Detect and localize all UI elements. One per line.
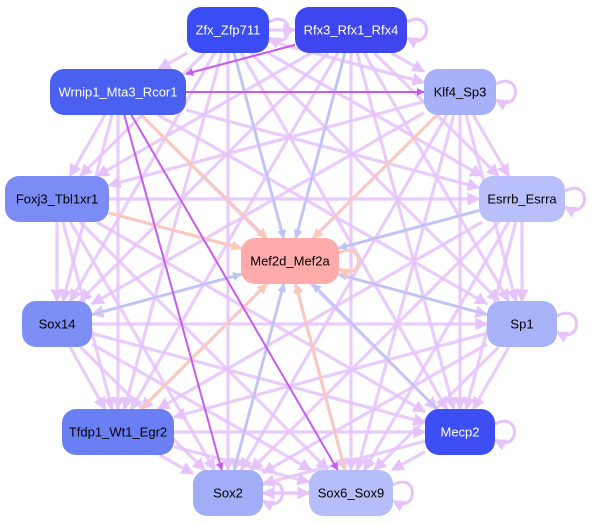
node-tfdp1[interactable]: Tfdp1_Wt1_Egr2: [62, 409, 174, 455]
self-loop-klf4: [494, 79, 517, 111]
node-label-sox14: Sox14: [39, 317, 76, 332]
node-mecp2[interactable]: Mecp2: [425, 409, 495, 455]
edge-klf4-to-sox2: [239, 114, 449, 472]
node-mef2[interactable]: Mef2d_Mef2a: [241, 238, 339, 284]
self-loops-layer: [261, 17, 586, 512]
self-loop-sp1: [555, 311, 578, 343]
edge-zfx-to-mecp2: [239, 52, 449, 411]
node-label-wrnip: Wrnip1_Mta3_Rcor1: [59, 85, 178, 100]
node-label-sp1: Sp1: [510, 317, 533, 332]
node-box-esrrb[interactable]: [479, 176, 565, 222]
edge-klf4-to-sox14: [90, 111, 425, 306]
edge-foxj3-to-mef2: [108, 211, 243, 251]
edge-rfx-to-klf4: [390, 51, 426, 73]
node-box-zfx[interactable]: [187, 7, 269, 53]
node-box-rfx[interactable]: [295, 7, 407, 53]
node-box-klf4[interactable]: [424, 69, 496, 115]
edge-klf4-to-foxj3: [107, 100, 425, 189]
node-label-sox6: Sox6_Sox9: [318, 486, 385, 501]
node-sox2[interactable]: Sox2: [193, 470, 263, 516]
node-sox6[interactable]: Sox6_Sox9: [309, 470, 393, 516]
edge-tfdp1-to-mef2: [140, 283, 268, 410]
node-foxj3[interactable]: Foxj3_Tbl1xr1: [5, 176, 109, 222]
node-klf4[interactable]: Klf4_Sp3: [424, 69, 496, 115]
node-box-sox14[interactable]: [22, 301, 92, 347]
edge-zfx-to-mef2: [233, 52, 286, 239]
edge-sox14-to-mef2: [91, 272, 242, 316]
node-sp1[interactable]: Sp1: [487, 301, 557, 347]
node-zfx[interactable]: Zfx_Zfp711: [187, 7, 269, 53]
node-box-sox6[interactable]: [309, 470, 393, 516]
edge-sp1-to-sox2: [261, 342, 488, 475]
edge-wrnip-to-mef2: [140, 114, 268, 239]
node-box-wrnip[interactable]: [50, 69, 186, 115]
edge-klf4-to-mef2: [312, 114, 438, 239]
edge-wrnip-to-sox6: [130, 114, 339, 471]
edge-wrnip-to-foxj3: [68, 114, 107, 178]
self-loop-rfx: [405, 17, 428, 49]
node-esrrb[interactable]: Esrrb_Esrra: [479, 176, 565, 222]
node-label-rfx: Rfx3_Rfx1_Rfx4: [304, 23, 399, 38]
edge-zfx-to-wrnip: [157, 51, 188, 71]
edge-esrrb-to-mef2: [338, 209, 480, 251]
node-sox14[interactable]: Sox14: [22, 301, 92, 347]
edge-sp1-to-tfdp1: [172, 331, 488, 421]
edge-mecp2-to-sox6: [390, 450, 426, 472]
node-label-zfx: Zfx_Zfp711: [196, 23, 261, 38]
edge-wrnip-to-esrrb: [185, 108, 481, 191]
node-box-sp1[interactable]: [487, 301, 557, 347]
node-label-tfdp1: Tfdp1_Wt1_Egr2: [69, 425, 167, 440]
nodes-layer: Zfx_Zfp711 Rfx3_Rfx1_Rfx4Wrnip1_Mta3_Rcor…: [5, 7, 565, 516]
node-label-foxj3: Foxj3_Tbl1xr1: [16, 192, 98, 207]
edge-sox2-to-mef2: [233, 283, 287, 471]
edge-mecp2-to-mef2: [312, 283, 438, 410]
edge-sp1-to-mef2: [338, 272, 488, 316]
self-loop-sox2: [261, 480, 284, 512]
node-box-sox2[interactable]: [193, 470, 263, 516]
node-wrnip[interactable]: Wrnip1_Mta3_Rcor1: [50, 69, 186, 115]
self-loop-esrrb: [563, 186, 586, 218]
edge-rfx-to-tfdp1: [129, 52, 340, 411]
self-loop-mecp2: [493, 419, 516, 451]
node-label-sox2: Sox2: [213, 486, 243, 501]
node-box-mef2[interactable]: [241, 238, 339, 284]
node-label-mef2: Mef2d_Mef2a: [250, 254, 330, 269]
edge-sox14-to-sox6: [91, 342, 313, 472]
node-box-tfdp1[interactable]: [62, 409, 174, 455]
node-label-klf4: Klf4_Sp3: [434, 85, 487, 100]
edge-klf4-to-esrrb: [471, 114, 511, 178]
edge-rfx-to-wrnip: [185, 43, 296, 76]
node-box-mecp2[interactable]: [425, 409, 495, 455]
edge-foxj3-to-mecp2: [95, 220, 427, 414]
self-loop-sox6: [391, 480, 414, 512]
node-rfx[interactable]: Rfx3_Rfx1_Rfx4: [295, 7, 407, 53]
node-label-esrrb: Esrrb_Esrra: [487, 192, 557, 207]
node-label-mecp2: Mecp2: [440, 425, 479, 440]
edge-tfdp1-to-sox2: [158, 453, 195, 475]
edge-sox6-to-mef2: [293, 282, 347, 471]
edge-wrnip-to-sp1: [157, 113, 489, 306]
node-box-foxj3[interactable]: [5, 176, 109, 222]
edge-wrnip-to-sox2: [123, 114, 224, 471]
self-loop-mef2: [337, 248, 360, 280]
self-loop-zfx: [267, 17, 290, 49]
edge-esrrb-to-tfdp1: [156, 220, 483, 411]
edge-sp1-to-mecp2: [471, 346, 511, 411]
edge-rfx-to-mef2: [293, 52, 346, 239]
edge-sox14-to-tfdp1: [68, 346, 107, 411]
